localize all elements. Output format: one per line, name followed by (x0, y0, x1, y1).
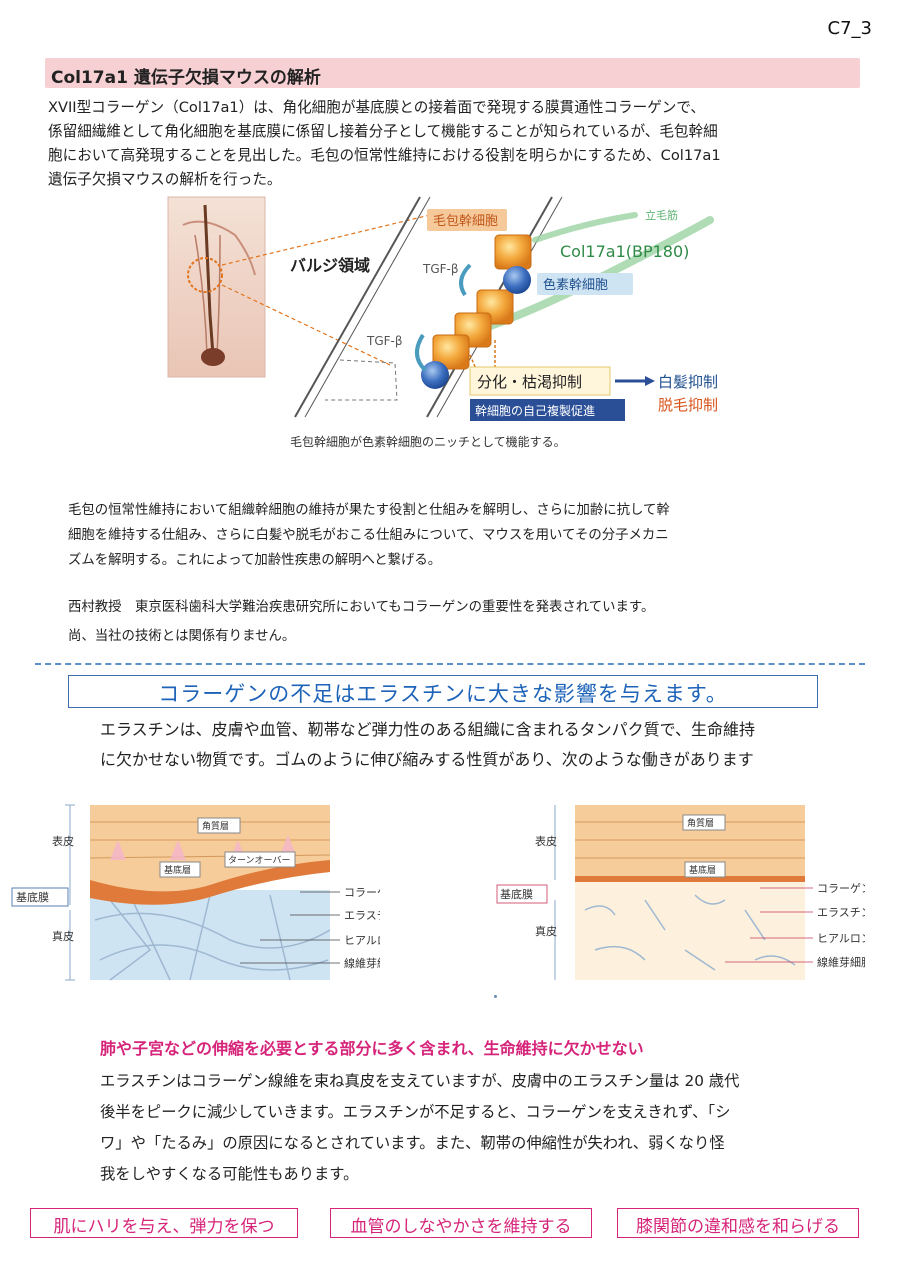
label-stratum-corneum: 角質層 (202, 820, 229, 832)
intro-line: 胞において高発現することを見出した。毛包の恒常性維持における役割を明らかにするた… (48, 147, 721, 164)
label-turnover: ターンオーバー (228, 855, 290, 866)
label-dermis: 真皮 (535, 924, 557, 938)
label-hair-follicle-stem-cells: 毛包幹細胞 (433, 213, 498, 229)
label-melanocyte-stem-cells: 色素幹細胞 (543, 277, 608, 293)
elastin-heading: コラーゲンの不足はエラスチンに大きな影響を与えます。 (158, 682, 728, 706)
label-gray-hair-suppression: 白髪抑制 (658, 373, 718, 391)
skin-section-photo (167, 196, 266, 378)
label-epidermis: 表皮 (52, 834, 74, 848)
label-tgf-beta: TGF-β (422, 262, 459, 276)
label-hyaluronic-acid: ヒアルロン酸 (344, 933, 380, 947)
function-box-knee: 膝関節の違和感を和らげる (617, 1208, 859, 1238)
function-box-skin: 肌にハリを与え、弾力を保つ (30, 1208, 298, 1238)
label-self-renewal: 幹細胞の自己複製促進 (475, 403, 595, 418)
research-paragraph: 毛包の恒常性維持において組織幹細胞の維持が果たす役割と仕組みを解明し、さらに加齢… (68, 498, 848, 573)
label-tgf-beta: TGF-β (366, 334, 403, 348)
label-basal-layer: 基底層 (164, 864, 191, 876)
section-title: Col17a1 遺伝子欠損マウスの解析 (51, 68, 321, 88)
function-label: 肌にハリを与え、弾力を保つ (53, 1217, 275, 1237)
label-collagen: コラーゲン (344, 886, 380, 899)
skin-diagram-young: 表皮 基底膜 真皮 角質層 基底層 ターンオーバー コラーゲン エラスチン ヒア… (11, 804, 380, 981)
intro-line: XVII型コラーゲン（Col17a1）は、角化細胞が基底膜との接着面で発現する膜… (48, 99, 705, 116)
label-arrector: 立毛筋 (645, 208, 678, 222)
label-fibroblast: 線維芽細胞 (344, 956, 380, 970)
label-collagen: コラーゲン (817, 882, 865, 895)
bulge-highlight-circle (187, 257, 223, 293)
elastin-intro: エラスチンは、皮膚や血管、靭帯など弾力性のある組織に含まれるタンパク質で、生命維… (100, 715, 870, 775)
label-basement: 基底膜 (500, 887, 533, 901)
intro-line: に欠かせない物質です。ゴムのように伸び縮みする性質があり、次のような働きがありま… (100, 750, 754, 769)
body-line: ワ」や「たるみ」の原因になるとされています。また、靭帯の伸縮性が失われ、弱くなり… (100, 1134, 725, 1152)
label-differentiation: 分化・枯渇抑制 (477, 373, 582, 391)
stem-cell (432, 334, 470, 370)
label-dermis: 真皮 (52, 929, 74, 943)
function-box-vessels: 血管のしなやかさを維持する (330, 1208, 592, 1238)
page-id: C7_3 (827, 18, 872, 39)
label-fibroblast: 線維芽細胞 (817, 955, 865, 969)
label-stratum-corneum: 角質層 (687, 817, 714, 829)
paragraph-line: 細胞を維持する仕組み、さらに白髪や脱毛がおこる仕組みについて、マウスを用いてその… (68, 528, 669, 543)
intro-line: 係留細繊維として角化細胞を基底膜に係留し接着分子として機能することが知られている… (48, 123, 718, 140)
stem-cell-niche-figure: 毛包幹細胞 立毛筋 Col17a1(BP180) バルジ領域 TGF-β TGF… (167, 196, 718, 421)
melanocyte-stem-cell (503, 266, 531, 294)
function-label: 血管のしなやかさを維持する (350, 1217, 572, 1237)
skin-diagram-aged: 表皮 基底膜 真皮 角質層 基底層 コラーゲン エラスチン ヒアルロン酸 線維芽… (496, 805, 865, 980)
figure-caption: 毛包幹細胞が色素幹細胞のニッチとして機能する。 (290, 435, 566, 449)
intro-line: エラスチンは、皮膚や血管、靭帯など弾力性のある組織に含まれるタンパク質で、生命維… (100, 720, 756, 739)
label-bulge-region: バルジ領域 (290, 256, 370, 275)
label-elastin: エラスチン (817, 906, 865, 919)
function-label: 膝関節の違和感を和らげる (636, 1217, 840, 1237)
section-title-bar: Col17a1 遺伝子欠損マウスの解析 (45, 58, 860, 88)
melanocyte-stem-cell (421, 361, 449, 389)
label-basal-layer: 基底層 (689, 864, 716, 876)
note-disclaimer: 尚、当社の技術とは関係有りません。 (68, 629, 296, 644)
label-elastin: エラスチン (344, 909, 380, 922)
stray-dot (494, 995, 497, 998)
note-professor: 西村教授 東京医科歯科大学難治疾患研究所においてもコラーゲンの重要性を発表されて… (68, 600, 655, 615)
elastin-role-heading: 肺や子宮などの伸縮を必要とする部分に多く含まれ、生命維持に欠かせない (100, 1039, 644, 1058)
label-col17a1: Col17a1(BP180) (560, 242, 689, 261)
body-line: 後半をピークに減少していきます。エラスチンが不足すると、コラーゲンを支えきれず、… (100, 1103, 731, 1121)
intro-paragraph: XVII型コラーゲン（Col17a1）は、角化細胞が基底膜との接着面で発現する膜… (48, 96, 860, 192)
body-line: エラスチンはコラーゲン線維を束ね真皮を支えていますが、皮膚中のエラスチン量は 2… (100, 1072, 740, 1090)
elastin-heading-box: コラーゲンの不足はエラスチンに大きな影響を与えます。 (68, 675, 818, 708)
label-hyaluronic-acid: ヒアルロン酸 (817, 931, 865, 945)
elastin-body-text: エラスチンはコラーゲン線維を束ね真皮を支えていますが、皮膚中のエラスチン量は 2… (100, 1066, 865, 1190)
intro-line: 遺伝子欠損マウスの解析を行った。 (48, 171, 282, 188)
paragraph-line: ズムを解明する。これによって加齢性疾患の解明へと繋げる。 (68, 553, 442, 568)
paragraph-line: 毛包の恒常性維持において組織幹細胞の維持が果たす役割と仕組みを解明し、さらに加齢… (68, 503, 670, 518)
label-epidermis: 表皮 (535, 834, 557, 848)
label-hair-loss-suppression: 脱毛抑制 (658, 396, 718, 414)
section-divider (35, 663, 865, 665)
label-basement: 基底膜 (16, 890, 49, 904)
stem-cell (494, 234, 532, 270)
body-line: 我をしやすくなる可能性もあります。 (100, 1165, 359, 1183)
